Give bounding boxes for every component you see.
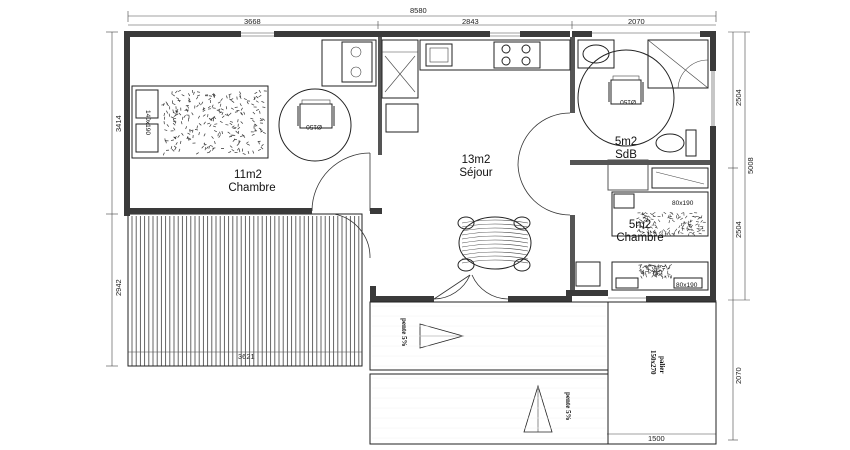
doors bbox=[311, 112, 571, 300]
dim-height-bathroom: 2504 bbox=[734, 89, 743, 106]
kitchen-counter bbox=[381, 39, 571, 133]
windows bbox=[241, 32, 715, 299]
exterior-walls bbox=[124, 31, 716, 302]
wheelchair-icon-bathroom bbox=[608, 75, 644, 105]
small-bed-top-label: 80x190 bbox=[672, 200, 694, 207]
dim-height-small-bedroom: 2504 bbox=[734, 221, 743, 238]
small-bedroom-furniture bbox=[575, 167, 709, 291]
landing-label: palier bbox=[658, 356, 666, 374]
small-bed-bottom-label: 80x190 bbox=[676, 282, 698, 289]
landing-size-label: 150x270 bbox=[649, 350, 657, 375]
upper-ramp-label: pente 5% bbox=[400, 318, 408, 347]
bathroom-name: SdB bbox=[615, 149, 637, 161]
dim-height-landing: 2070 bbox=[734, 367, 743, 384]
main-bed bbox=[131, 85, 269, 159]
wheelchair-icon-bedroom bbox=[297, 99, 335, 129]
dim-width-right: 2070 bbox=[628, 17, 645, 26]
living-area: 13m2 bbox=[462, 154, 491, 166]
bedroom-main-area: 11m2 bbox=[234, 169, 262, 181]
dim-width-landing: 1500 bbox=[648, 434, 665, 443]
bedroom-turning-circle bbox=[278, 88, 352, 162]
dim-width-middle: 2843 bbox=[462, 17, 479, 26]
dining-table bbox=[457, 216, 532, 272]
landing bbox=[607, 301, 717, 445]
dim-total-width: 8580 bbox=[410, 6, 427, 15]
bathroom-fixtures bbox=[577, 39, 709, 157]
small-bed-pattern bbox=[636, 211, 706, 279]
bedroom-small-name: Chambre bbox=[616, 232, 663, 244]
lower-ramp-label: pente 5% bbox=[564, 392, 572, 421]
dim-width-terrace: 3621 bbox=[238, 352, 255, 361]
bathroom-area: 5m2 bbox=[615, 136, 637, 148]
dim-width-left: 3668 bbox=[244, 17, 261, 26]
living-name: Séjour bbox=[459, 167, 492, 179]
bedroom-main-name: Chambre bbox=[228, 182, 275, 194]
terrace-decking bbox=[131, 216, 360, 366]
dimension-lines bbox=[106, 11, 750, 441]
turning-circle-label-bedroom: Ø150 bbox=[306, 123, 322, 130]
dim-height-terrace: 2942 bbox=[114, 279, 123, 296]
dim-height-bedroom: 3414 bbox=[114, 115, 123, 132]
turning-circle-label-bathroom: Ø150 bbox=[620, 98, 636, 105]
interior-walls bbox=[378, 37, 710, 290]
main-bed-size-label: 140x190 bbox=[144, 110, 151, 135]
bathroom-turning-circle bbox=[577, 49, 675, 147]
dim-height-total: 5008 bbox=[746, 157, 755, 174]
bedroom-wardrobe bbox=[321, 39, 377, 87]
